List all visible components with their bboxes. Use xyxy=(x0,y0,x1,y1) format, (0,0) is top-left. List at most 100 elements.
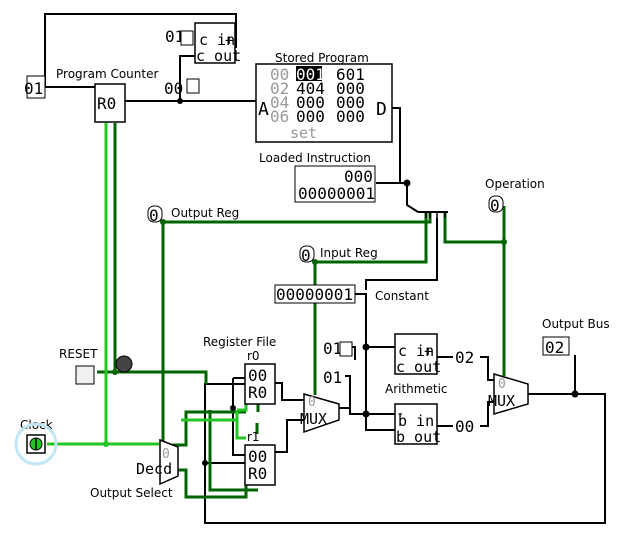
output-select-label: Output Select xyxy=(90,486,173,500)
arith-sub-bin: b in xyxy=(398,412,434,430)
register-mux: 0 MUX xyxy=(300,393,340,434)
junctions xyxy=(103,98,579,466)
loaded-instruction-top: 000 xyxy=(344,167,373,186)
output-bus-box xyxy=(542,336,570,356)
output-bus-value: 02 xyxy=(545,338,564,357)
input-reg-pin[interactable] xyxy=(299,245,315,263)
rom-pin-a: A xyxy=(258,99,269,120)
decoder-zero: 0 xyxy=(162,447,170,462)
constant: 00000001 Constant xyxy=(274,284,429,304)
arith-sub-bout: b out xyxy=(396,428,441,446)
r1-label: r1 xyxy=(247,430,260,444)
rom-pin-d: D xyxy=(376,99,387,120)
rom-cell: 601 xyxy=(336,65,365,84)
loaded-instruction-label: Loaded Instruction xyxy=(259,151,371,165)
operation-value: 0 xyxy=(490,196,500,215)
reset-button[interactable] xyxy=(75,365,95,385)
operation[interactable]: Operation 0 xyxy=(485,177,545,215)
decoder-label: Decd xyxy=(136,460,172,478)
register-mux-label: MUX xyxy=(300,410,327,428)
r0-register xyxy=(244,363,276,405)
arith-adder-cout: c out xyxy=(396,358,441,376)
program-counter[interactable]: Program Counter 01 R0 00 xyxy=(24,67,200,123)
pc-output-value: 00 xyxy=(164,79,183,98)
instruction-splitter xyxy=(418,211,448,218)
r1-register xyxy=(244,444,276,486)
clock-halo xyxy=(14,422,58,466)
arith-adder-box xyxy=(394,333,438,375)
output-reg[interactable]: 0 Output Reg xyxy=(147,205,239,225)
loaded-instruction: Loaded Instruction 000 00000001 xyxy=(259,151,376,203)
rom-row: 04 000 000 xyxy=(270,93,365,112)
r0-reg-label: R0 xyxy=(248,383,267,402)
pc-register-label: R0 xyxy=(97,94,116,113)
stored-program-label: Stored Program xyxy=(275,51,369,65)
program-counter-label: Program Counter xyxy=(56,67,158,81)
constant-box xyxy=(274,284,356,304)
input-reg-value: 0 xyxy=(301,246,311,265)
output-mux: 0 MUX xyxy=(488,372,529,416)
register-file-label: Register File xyxy=(203,335,276,349)
pc-adder-cin: c in xyxy=(199,31,235,49)
output-reg-value: 0 xyxy=(149,206,159,225)
loaded-instruction-bottom: 00000001 xyxy=(298,184,375,203)
rom-cell: 001 xyxy=(296,65,325,84)
constant-label: Constant xyxy=(375,289,429,303)
r0-value: 00 xyxy=(248,366,267,385)
constant-value: 00000001 xyxy=(276,285,353,304)
rom-addr: 02 xyxy=(270,79,289,98)
output-mux-zero: 0 xyxy=(498,377,506,392)
rom-box xyxy=(255,63,393,143)
rom-selected-cell xyxy=(296,66,322,81)
arith-adder-sym: + xyxy=(424,344,432,360)
pc-adder-const: 01 xyxy=(165,27,184,46)
pc-output-pin xyxy=(186,78,200,94)
input-reg[interactable]: 0 Input Reg xyxy=(299,245,378,265)
stored-program[interactable]: Stored Program A D 00 001 601 02 404 000… xyxy=(255,51,393,143)
output-bus-label: Output Bus xyxy=(542,317,610,331)
reset[interactable]: RESET xyxy=(59,347,133,385)
output-reg-label: Output Reg xyxy=(171,206,239,220)
clock[interactable]: Clock xyxy=(14,418,58,466)
rom-cell: 000 xyxy=(336,79,365,98)
input-reg-label: Input Reg xyxy=(320,246,378,260)
rom-cell: 000 xyxy=(296,93,325,112)
pc-pin-value: 01 xyxy=(24,79,43,98)
sub-output-value: 00 xyxy=(455,417,474,436)
pc-pin-box xyxy=(26,75,46,99)
output-mux-label: MUX xyxy=(488,392,515,410)
pc-adder-const-pin xyxy=(180,30,194,46)
black-wires xyxy=(44,13,606,524)
rom-row: 02 404 000 xyxy=(270,79,365,98)
rom-cell: 404 xyxy=(296,79,325,98)
rom-addr: 04 xyxy=(270,93,289,112)
operation-label: Operation xyxy=(485,177,545,191)
dark-green-wires xyxy=(97,123,506,499)
rom-cell: 000 xyxy=(336,107,365,126)
pc-adder[interactable]: 01 c in c out + xyxy=(165,22,241,65)
operation-pin[interactable] xyxy=(488,195,504,213)
r1-value: 00 xyxy=(248,447,267,466)
output-reg-pin[interactable] xyxy=(147,205,163,223)
r1-reg-label: R0 xyxy=(248,464,267,483)
rom-cell: 000 xyxy=(296,107,325,126)
pc-register xyxy=(94,83,126,123)
arith-sub-box xyxy=(394,403,438,445)
arith-input-a: 01 xyxy=(323,339,342,358)
clock-wires xyxy=(47,123,248,446)
arith-sub-sym: - xyxy=(396,406,404,422)
rom-row: 00 001 601 xyxy=(270,65,365,84)
reset-led xyxy=(115,355,133,373)
arith-input-b: 01 xyxy=(323,368,342,387)
output-bus: Output Bus 02 xyxy=(542,317,610,357)
r0-label: r0 xyxy=(247,349,260,363)
rom-addr: 00 xyxy=(270,65,289,84)
rom-addr: 06 xyxy=(270,107,289,126)
rom-row: 06 000 000 xyxy=(270,107,365,126)
register-mux-zero: 0 xyxy=(308,395,316,410)
reset-label: RESET xyxy=(59,347,98,361)
loaded-instruction-box xyxy=(294,165,376,203)
arith-input-a-pin xyxy=(339,341,353,357)
register-file[interactable]: Register File r0 00 R0 r1 00 R0 xyxy=(203,335,276,486)
